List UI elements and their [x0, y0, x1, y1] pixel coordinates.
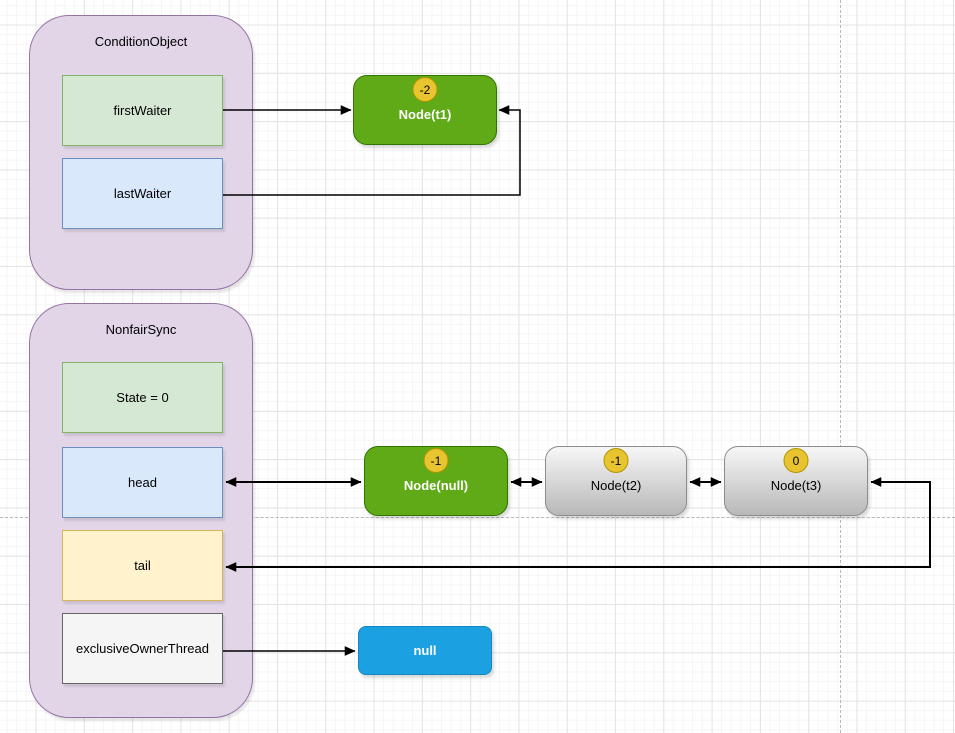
node-null[interactable]: -1 Node(null) — [364, 446, 508, 516]
node-null-label: Node(null) — [403, 477, 469, 493]
field-state[interactable]: State = 0 — [62, 362, 223, 433]
node-t2[interactable]: -1 Node(t2) — [545, 446, 687, 516]
container-condition-object[interactable]: ConditionObject — [29, 15, 253, 290]
node-t3[interactable]: 0 Node(t3) — [724, 446, 868, 516]
null-box-label: null — [413, 643, 437, 658]
node-t1[interactable]: -2 Node(t1) — [353, 75, 497, 145]
field-exclusive-owner-thread[interactable]: exclusiveOwnerThread — [62, 613, 223, 684]
field-head[interactable]: head — [62, 447, 223, 518]
node-t1-label: Node(t1) — [398, 106, 452, 122]
node-t3-label: Node(t3) — [770, 477, 822, 493]
node-null-waitstatus-badge: -1 — [423, 448, 449, 473]
container-condition-object-title: ConditionObject — [94, 34, 188, 49]
page-break-vertical-line — [840, 0, 841, 733]
null-box[interactable]: null — [358, 626, 492, 675]
node-t2-waitstatus-badge: -1 — [603, 448, 629, 473]
node-t2-label: Node(t2) — [590, 477, 642, 493]
field-last-waiter[interactable]: lastWaiter — [62, 158, 223, 229]
field-tail[interactable]: tail — [62, 530, 223, 601]
node-t3-waitstatus-badge: 0 — [783, 448, 809, 473]
node-t1-waitstatus-badge: -2 — [412, 77, 438, 102]
field-first-waiter[interactable]: firstWaiter — [62, 75, 223, 146]
container-nonfair-sync-title: NonfairSync — [105, 322, 177, 337]
